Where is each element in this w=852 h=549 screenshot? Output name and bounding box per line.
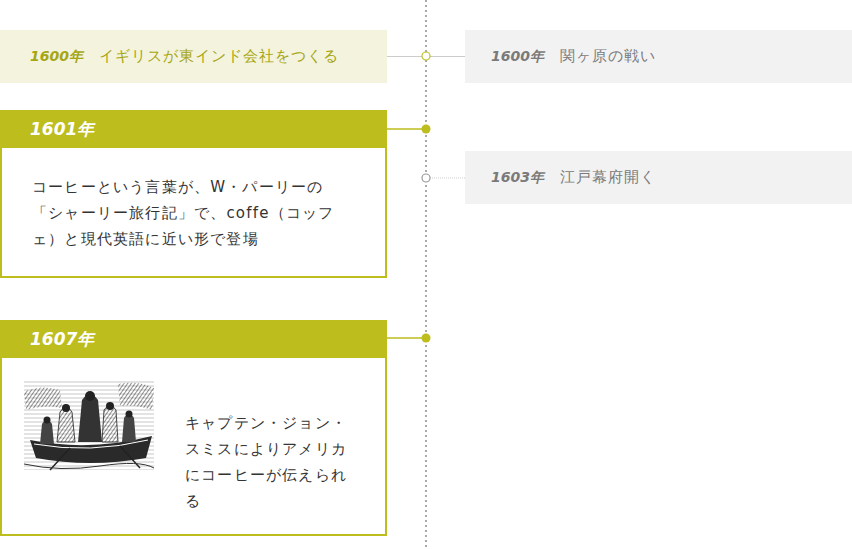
timeline (426, 0, 427, 549)
event-text: 江戸幕府開く (560, 168, 656, 187)
year-label: 1603年 (491, 169, 544, 187)
event-card: 1601年コーヒーという言葉が、W・パーリーの「シャーリー旅行記」で、coffe… (0, 110, 387, 278)
event-card: 1607年キャプテン・ジョン・スミスによりアメリカにコーヒーが伝えられる (0, 320, 387, 536)
year-header: 1601年 (0, 110, 387, 148)
event-text: イギリスが東インド会社をつくる (99, 47, 339, 66)
event-text: コーヒーという言葉が、W・パーリーの「シャーリー旅行記」で、coffe（コッフェ… (32, 174, 355, 252)
year-label: 1600年 (30, 48, 83, 66)
event-text: キャプテン・ジョン・スミスによりアメリカにコーヒーが伝えられる (185, 410, 361, 514)
year-header: 1607年 (0, 320, 387, 358)
timeline-dot (422, 52, 430, 60)
leader-line (387, 337, 426, 339)
event-bar: 1600年関ヶ原の戦い (465, 30, 852, 83)
leader-line (426, 178, 465, 179)
card-body: キャプテン・ジョン・スミスによりアメリカにコーヒーが伝えられる (0, 358, 387, 536)
timeline-dot (422, 125, 431, 134)
year-label: 1600年 (491, 48, 544, 66)
leader-line (387, 128, 426, 130)
timeline-dot (422, 174, 430, 182)
card-body: コーヒーという言葉が、W・パーリーの「シャーリー旅行記」で、coffe（コッフェ… (0, 148, 387, 278)
event-text: 関ヶ原の戦い (560, 47, 656, 66)
event-bar: 1603年江戸幕府開く (465, 151, 852, 204)
engraving-illustration (24, 380, 154, 470)
timeline-dot (422, 334, 431, 343)
event-bar: 1600年イギリスが東インド会社をつくる (0, 30, 387, 83)
